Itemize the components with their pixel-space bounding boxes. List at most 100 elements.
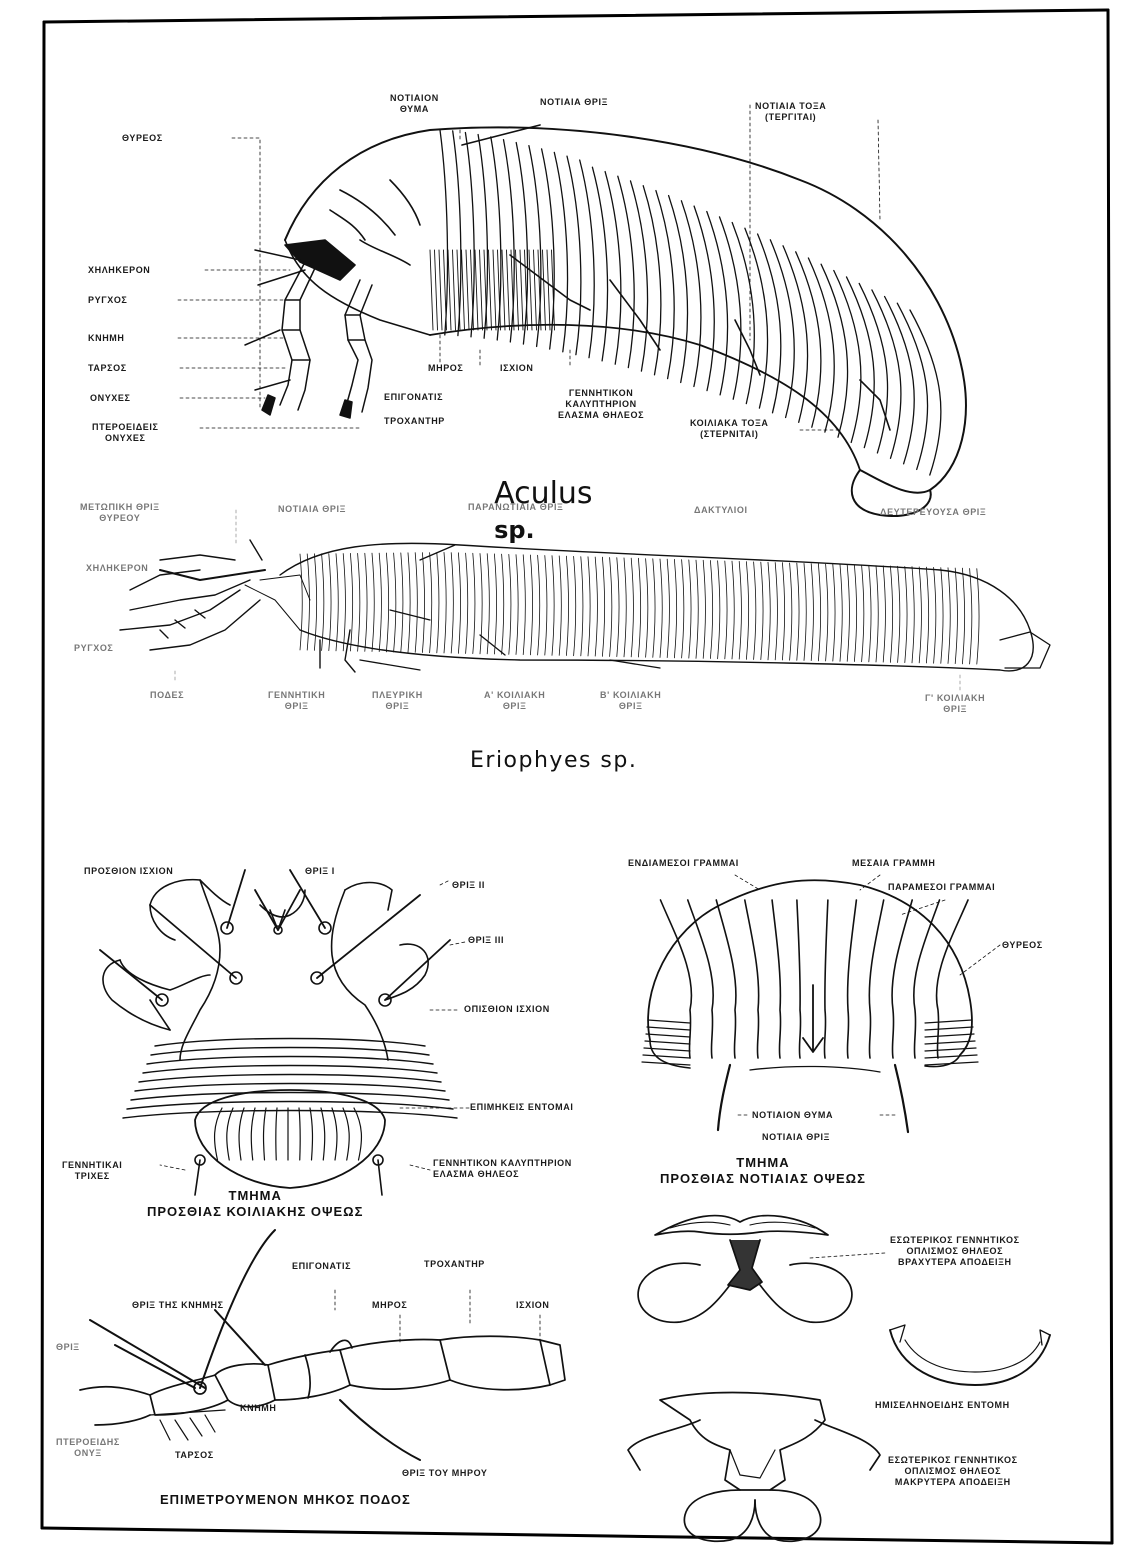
sternite-line bbox=[529, 250, 532, 330]
eriophyes-ring bbox=[862, 565, 864, 662]
eriophyes-ring bbox=[962, 568, 964, 664]
eriophyes-ring bbox=[804, 563, 806, 660]
eriophyes-ring bbox=[660, 559, 662, 658]
eriophyes-ring bbox=[566, 556, 568, 655]
sternite-line bbox=[502, 250, 505, 330]
eriophyes-ring bbox=[732, 561, 734, 659]
sternite-line bbox=[489, 250, 492, 330]
leg-label-thrix-mirou: ΘΡΙΞ ΤΟΥ ΜΗΡΟΥ bbox=[402, 1468, 488, 1479]
eriophyes-ring bbox=[934, 567, 936, 663]
eriophyes-ring bbox=[610, 558, 612, 657]
aculus-label-onyches: ΟΝΥΧΕΣ bbox=[90, 393, 131, 404]
eriophyes-ring bbox=[336, 554, 338, 651]
aculus-sternites bbox=[430, 250, 555, 330]
eriophyes-setae bbox=[360, 545, 660, 670]
eriophyes-ring bbox=[386, 553, 388, 652]
sternite-line bbox=[493, 250, 496, 330]
eriophyes-ring bbox=[746, 562, 748, 660]
ventral-annuli bbox=[123, 1039, 457, 1119]
ventral-view-drawing bbox=[100, 870, 470, 1195]
eriophyes-ring bbox=[574, 556, 576, 655]
aculus-caption: Aculus sp. bbox=[475, 441, 593, 546]
dorsal-side-annulus bbox=[645, 1041, 690, 1044]
ventral-annulus bbox=[139, 1075, 441, 1083]
eriophyes-ring bbox=[876, 566, 878, 662]
eriophyes-ring bbox=[552, 556, 554, 656]
dorsal-label-notiaion-thyma: ΝΟΤΙΑΙΟΝ ΘΥΜΑ bbox=[752, 1110, 833, 1121]
eriophyes-ring bbox=[948, 568, 950, 664]
eriophyes-ring bbox=[588, 557, 590, 656]
sternite-line bbox=[543, 250, 546, 330]
eriophyes-ring bbox=[955, 568, 957, 664]
tergite-ring bbox=[745, 228, 768, 408]
eriophyes-ring bbox=[754, 562, 756, 660]
eriophyes-ring bbox=[458, 553, 460, 654]
sternite-line bbox=[453, 250, 456, 330]
sternite-line bbox=[435, 250, 438, 330]
dorsal-side-annulus bbox=[925, 1048, 976, 1051]
aculus-caption-sp: sp. bbox=[494, 516, 535, 544]
eriophyes-ring bbox=[473, 553, 475, 653]
eriophyes-ring bbox=[602, 557, 604, 656]
dorsal-view-drawing bbox=[642, 875, 1000, 1132]
eriophyes-ring bbox=[595, 557, 597, 656]
genital-stria bbox=[310, 1108, 312, 1160]
genital-stria bbox=[343, 1108, 349, 1160]
leg-setae bbox=[90, 1230, 420, 1460]
eriophyes-ring bbox=[869, 565, 871, 662]
tergite-ring bbox=[592, 167, 607, 361]
eriophyes-caption: Eriophyes sp. bbox=[470, 748, 637, 773]
ventral-setae bbox=[100, 870, 450, 1000]
page-border bbox=[42, 10, 1112, 1543]
eriophyes-ring bbox=[466, 553, 468, 653]
eriophyes-ring bbox=[394, 553, 396, 652]
eriophyes-ring bbox=[379, 553, 381, 652]
eriophyes-ring bbox=[480, 554, 482, 654]
eriophyes-ring bbox=[624, 558, 626, 657]
eriophyes-ring bbox=[782, 563, 784, 660]
ventral-leaders bbox=[160, 880, 470, 1170]
dorsal-setae bbox=[718, 1065, 908, 1132]
ventral-label-thrix-1: ΘΡΙΞ Ι bbox=[305, 866, 335, 877]
dorsal-line bbox=[914, 900, 940, 1058]
eriophyes-ring bbox=[516, 555, 518, 655]
eriophyes-label-b-koiliaki: Β' ΚΟΙΛΙΑΚΗ ΘΡΙΞ bbox=[600, 690, 661, 712]
eriophyes-ring bbox=[437, 553, 439, 653]
eriophyes-label-metopiki: ΜΕΤΩΠΙΚΗ ΘΡΙΞ ΘΥΡΕΟΥ bbox=[80, 502, 160, 524]
eriophyes-label-chilikeron: ΧΗΛΗΚΕΡΟΝ bbox=[86, 563, 148, 574]
eriophyes-ring bbox=[854, 565, 856, 662]
eriophyes-ring bbox=[646, 559, 648, 658]
eriophyes-ring bbox=[415, 553, 417, 653]
tergite-ring bbox=[631, 181, 648, 371]
sternite-line bbox=[439, 250, 442, 330]
eriophyes-ring bbox=[509, 554, 511, 654]
eriophyes-ring bbox=[970, 569, 972, 665]
eriophyes-ring bbox=[307, 554, 309, 650]
eriophyes-ring bbox=[883, 566, 885, 662]
eriophyes-ring bbox=[818, 564, 820, 661]
genital-stria bbox=[251, 1108, 255, 1160]
eriophyes-ring bbox=[343, 554, 345, 651]
aculus-label-knimi: ΚΝΗΜΗ bbox=[88, 333, 125, 344]
aculus-label-epigonatis: ΕΠΙΓΟΝΑΤΙΣ bbox=[384, 392, 443, 403]
dorsal-side-annulus bbox=[925, 1055, 977, 1058]
leg-label-epigonatis: ΕΠΙΓΟΝΑΤΙΣ bbox=[292, 1261, 351, 1272]
sternite-line bbox=[430, 250, 433, 330]
eriophyes-ring bbox=[350, 553, 352, 651]
ventral-annulus bbox=[143, 1066, 437, 1074]
tergite-ring bbox=[453, 131, 461, 336]
dorsal-line bbox=[716, 900, 736, 1058]
leg-label-thrix: ΘΡΙΞ bbox=[56, 1342, 80, 1353]
eriophyes-ring bbox=[826, 564, 828, 661]
eriophyes-ring bbox=[926, 567, 928, 663]
genital-leaders bbox=[810, 1253, 885, 1258]
eriophyes-ring bbox=[523, 555, 525, 655]
dorsal-striae bbox=[660, 900, 968, 1058]
eriophyes-ring bbox=[739, 561, 741, 659]
eriophyes-label-notiaia-thrix: ΝΟΤΙΑΙΑ ΘΡΙΞ bbox=[278, 504, 346, 515]
tergite-ring bbox=[694, 206, 714, 391]
eriophyes-ring bbox=[725, 561, 727, 659]
eriophyes-ring bbox=[300, 554, 302, 650]
eriophyes-ring bbox=[365, 553, 367, 651]
